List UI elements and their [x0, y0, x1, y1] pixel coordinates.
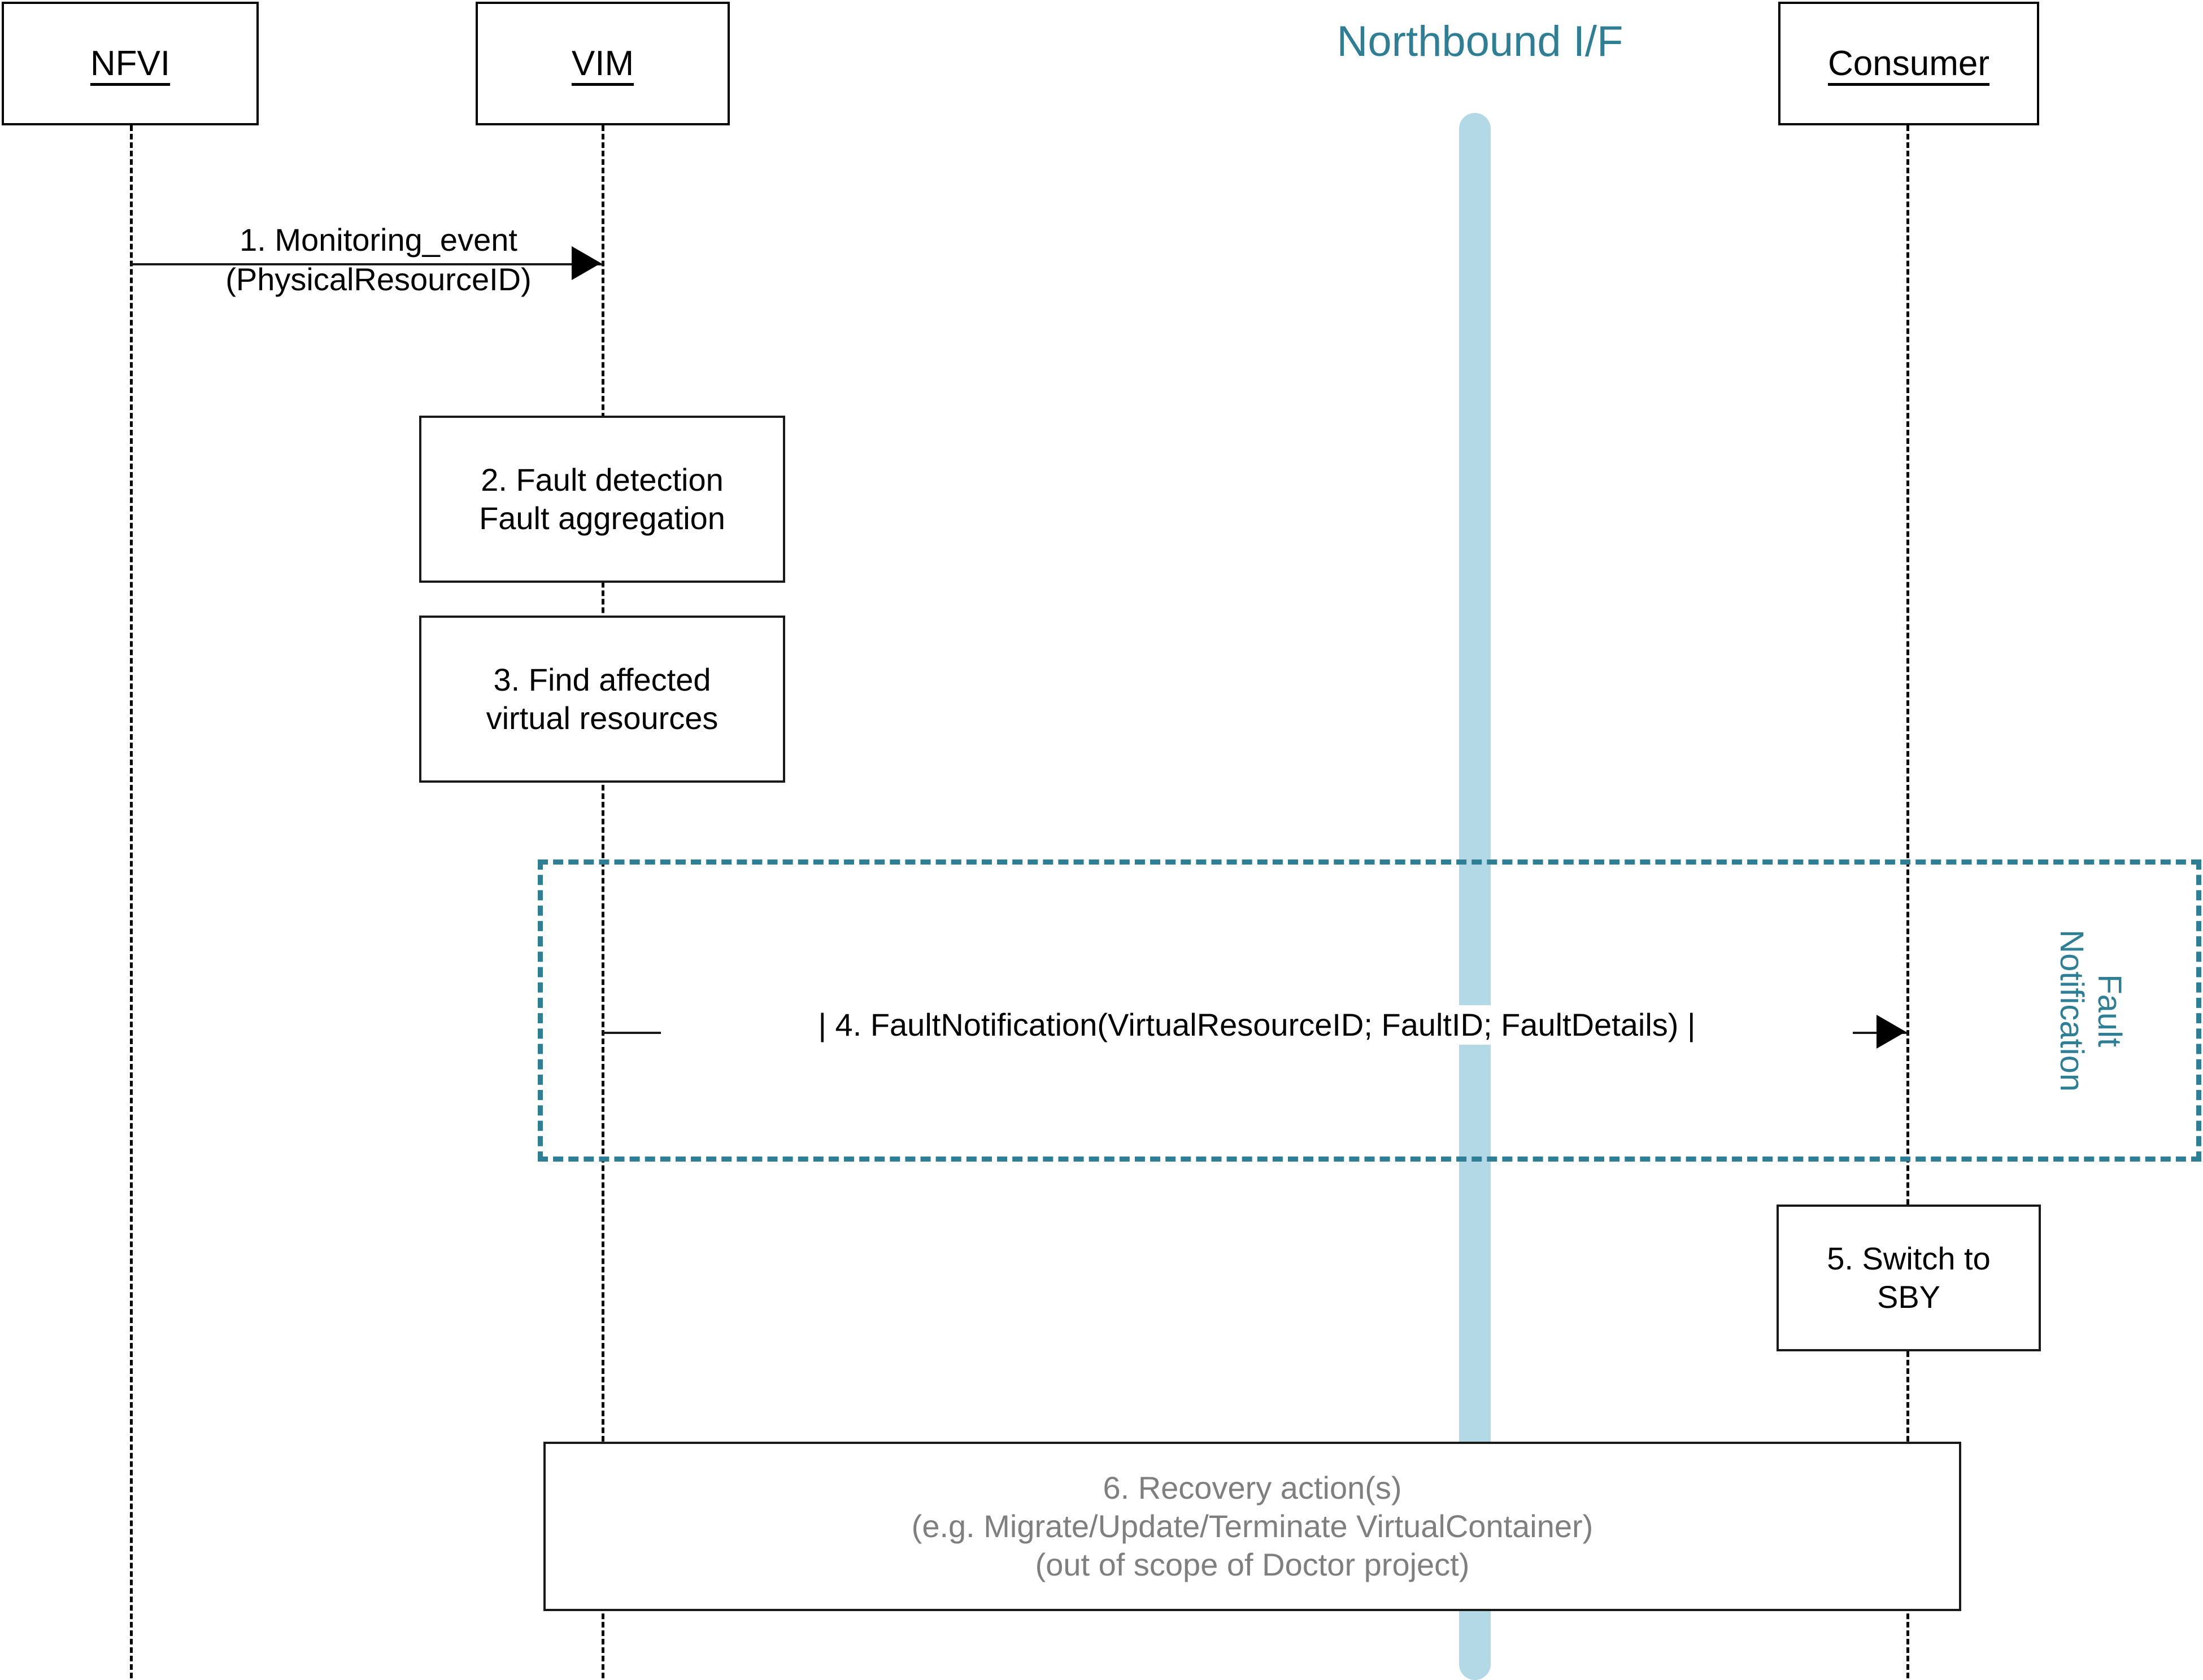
activity-6-line-1: 6. Recovery action(s): [1103, 1469, 1402, 1506]
actor-box-nfvi[interactable]: NFVI: [2, 2, 259, 125]
actor-box-consumer[interactable]: Consumer: [1778, 2, 2039, 125]
activity-2-line-2: Fault aggregation: [479, 500, 725, 536]
message-4-label-line-1: | 4. FaultNotification(VirtualResourceID…: [818, 1007, 1696, 1042]
fault-notification-fragment: [538, 859, 2201, 1162]
activity-3-line-1: 3. Find affected: [493, 661, 711, 697]
message-4-arrowhead: [1877, 1015, 1906, 1049]
northbound-interface-bar: [1459, 113, 1491, 1680]
actor-label-vim: VIM: [571, 44, 634, 83]
activity-2-line-1: 2. Fault detection: [481, 461, 724, 498]
activity-box-fault-detection[interactable]: 2. Fault detection Fault aggregation: [419, 416, 785, 583]
message-4-label: | 4. FaultNotification(VirtualResourceID…: [661, 1005, 1853, 1045]
fragment-label-line-1: Fault: [2091, 974, 2128, 1048]
lifeline-vim: [602, 125, 604, 1678]
fragment-label-line-2: Notification: [2053, 930, 2090, 1092]
lifeline-consumer: [1906, 125, 1909, 1678]
activity-3-line-2: virtual resources: [486, 700, 719, 736]
activity-box-switch-to-sby[interactable]: 5. Switch to SBY: [1777, 1205, 2041, 1351]
message-1-line: [131, 263, 603, 265]
activity-box-find-affected-resources[interactable]: 3. Find affected virtual resources: [419, 616, 785, 783]
fault-notification-fragment-label-wrap: Fault Notification: [1997, 926, 2183, 1096]
actor-box-vim[interactable]: VIM: [476, 2, 730, 125]
activity-box-recovery-actions[interactable]: 6. Recovery action(s) (e.g. Migrate/Upda…: [543, 1442, 1961, 1611]
northbound-interface-title: Northbound I/F: [1336, 18, 1623, 66]
actor-label-nfvi: NFVI: [90, 44, 171, 83]
message-1-label: 1. Monitoring_event (PhysicalResourceID): [169, 220, 587, 299]
activity-5-line-2: SBY: [1877, 1279, 1941, 1315]
message-1-label-line-1: 1. Monitoring_event: [240, 222, 517, 258]
activity-6-line-3: (out of scope of Doctor project): [1035, 1547, 1470, 1583]
message-1-label-line-2: (PhysicalResourceID): [225, 261, 532, 297]
fault-notification-fragment-label: Fault Notification: [2052, 930, 2128, 1092]
activity-5-line-1: 5. Switch to: [1827, 1240, 1991, 1276]
activity-6-line-2: (e.g. Migrate/Update/Terminate VirtualCo…: [911, 1508, 1594, 1544]
actor-label-consumer: Consumer: [1828, 44, 1989, 83]
message-1-arrowhead: [572, 246, 601, 280]
lifeline-nfvi: [130, 125, 133, 1678]
